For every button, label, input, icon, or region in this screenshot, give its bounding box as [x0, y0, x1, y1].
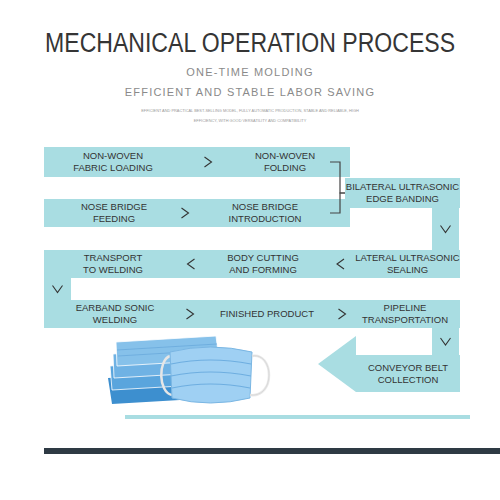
process-step: NOSE BRIDGE FEEDING	[58, 199, 170, 227]
accent-bar	[44, 448, 500, 454]
process-step: NON-WOVEN FABRIC LOADING	[50, 147, 176, 177]
arrowhead	[205, 157, 212, 167]
arrowhead	[188, 259, 195, 269]
process-step: BILATERAL ULTRASONIC EDGE BANDING	[345, 178, 460, 208]
process-step: BODY CUTTING AND FORMING	[200, 250, 326, 278]
process-step: NOSE BRIDGE INTRODUCTION	[200, 199, 330, 227]
flow-band	[44, 199, 350, 227]
step-label: LATERAL ULTRASONIC SEALING	[355, 252, 460, 276]
flow-connector	[182, 259, 200, 269]
mask-illustration	[108, 336, 269, 404]
mask-pleat	[171, 360, 251, 388]
flow-connector	[180, 309, 200, 319]
connector-line	[326, 264, 355, 265]
arrowhead	[441, 338, 451, 345]
connector-line	[432, 328, 459, 355]
flow-connector	[53, 278, 63, 300]
process-step: FINISHED PRODUCT	[200, 300, 334, 328]
step-label: NOSE BRIDGE INTRODUCTION	[215, 201, 315, 225]
connector-line	[170, 213, 200, 214]
subtitle: EFFICIENT AND STABLE LABOR SAVING	[0, 85, 500, 99]
connector-line	[330, 162, 345, 193]
connector-line	[180, 314, 200, 315]
connector-line	[334, 314, 350, 315]
step-label: NON-WOVEN FOLDING	[245, 150, 325, 174]
arrowhead	[339, 309, 346, 319]
arrowhead	[441, 226, 451, 233]
ear-loop	[250, 356, 269, 395]
flow-connector	[330, 193, 345, 213]
process-step: TRANSPORT TO WELDING	[44, 250, 182, 278]
arrowhead	[182, 208, 189, 218]
connector-line	[330, 193, 345, 213]
connector-line	[176, 162, 240, 163]
ear-loop	[250, 356, 269, 395]
title-wrap: MECHANICAL OPERATION PROCESS	[0, 28, 500, 62]
process-step: LATERAL ULTRASONIC SEALING	[355, 250, 460, 278]
arrowhead	[187, 309, 194, 319]
subtitle: ONE-TIME MOLDING	[0, 65, 500, 79]
step-label: BODY CUTTING AND FORMING	[222, 252, 304, 276]
process-step: PIPELINE TRANSPORTATION	[350, 300, 460, 328]
flow-connector	[176, 157, 240, 167]
description-note: EFFICIENT AND PRACTICAL BEST-SELLING MOD…	[132, 106, 368, 126]
flow-connector	[334, 309, 350, 319]
process-step: NON-WOVEN FOLDING	[240, 147, 330, 177]
flow-connector	[441, 208, 451, 250]
flow-band	[44, 250, 460, 278]
step-label: FINISHED PRODUCT	[220, 308, 314, 320]
mask-front	[170, 347, 252, 403]
connector-line	[432, 208, 459, 250]
flow-connector	[170, 208, 200, 218]
step-label: NON-WOVEN FABRIC LOADING	[67, 150, 159, 174]
accent-bar	[125, 415, 470, 419]
arrowhead	[337, 259, 344, 269]
flow-connector	[326, 259, 355, 269]
arrowhead	[53, 286, 63, 293]
step-label: BILATERAL ULTRASONIC EDGE BANDING	[345, 181, 460, 205]
step-label: EARBAND SONIC WELDING	[65, 302, 165, 326]
flow-band	[44, 147, 350, 177]
flow-band	[345, 178, 460, 208]
step-label: NOSE BRIDGE FEEDING	[69, 201, 159, 225]
step-label: PIPELINE TRANSPORTATION	[355, 302, 455, 326]
process-step: EARBAND SONIC WELDING	[50, 300, 180, 328]
connector-line	[182, 264, 200, 265]
flow-connector	[330, 162, 345, 193]
step-label: CONVEYOR BELT COLLECTION	[362, 362, 454, 386]
step-label: TRANSPORT TO WELDING	[80, 252, 147, 276]
flow-connector	[441, 328, 451, 355]
flow-band	[44, 300, 460, 328]
process-step: CONVEYOR BELT COLLECTION	[356, 355, 460, 392]
connector-line	[44, 278, 71, 300]
diagram-title: MECHANICAL OPERATION PROCESS	[45, 28, 455, 58]
